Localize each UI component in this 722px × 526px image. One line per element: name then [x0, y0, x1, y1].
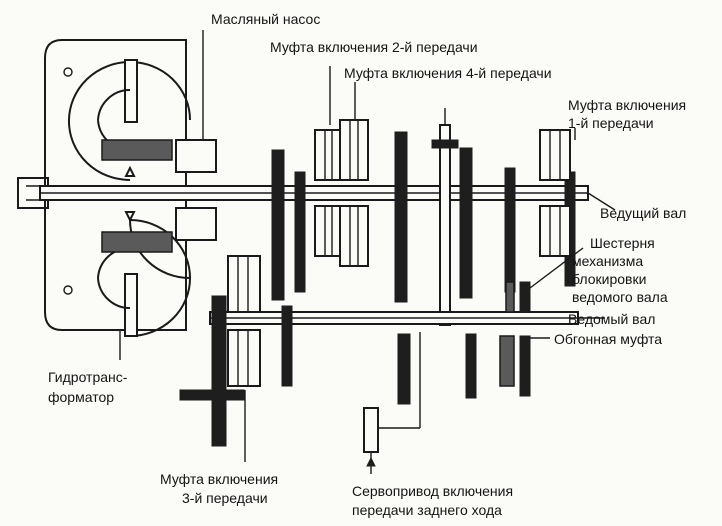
reverse-fork	[431, 108, 459, 326]
label-clutch-2: Муфта включения 2-й передачи	[270, 39, 478, 55]
label-lock-gear-line4: ведомого вала	[572, 289, 668, 305]
label-driven-shaft: Ведомый вал	[568, 311, 655, 327]
label-oil-pump: Масляный насос	[211, 11, 320, 27]
torque-converter	[17, 39, 191, 360]
label-clutch-4: Муфта включения 4-й передачи	[344, 65, 552, 81]
labels: Масляный насос Муфта включения 2-й перед…	[48, 11, 686, 518]
label-converter-line2: форматор	[48, 389, 114, 405]
label-clutch-3-line1: Муфта включения	[160, 471, 278, 487]
leader-lines	[529, 128, 584, 339]
oil-pump	[175, 30, 217, 241]
label-servo-line1: Сервопривод включения	[352, 483, 513, 499]
label-overrun-clutch: Обгонная муфта	[554, 331, 662, 347]
driven-shaft	[209, 311, 605, 325]
clutch-1	[539, 129, 571, 257]
label-lock-gear-line2: механизма	[572, 253, 643, 269]
clutch-3	[179, 255, 261, 462]
label-converter-line1: Гидротранс-	[48, 369, 128, 385]
reverse-servo	[363, 332, 421, 474]
label-lock-gear-line3: блокировки	[572, 271, 646, 287]
label-clutch-1-line2: 1-й передачи	[568, 115, 654, 131]
label-clutch-1-line1: Муфта включения	[568, 97, 686, 113]
label-servo-line2: передачи заднего хода	[352, 502, 502, 518]
driven-gears	[211, 281, 531, 447]
label-drive-shaft: Ведущий вал	[600, 205, 686, 221]
label-lock-gear-line1: Шестерня	[590, 235, 655, 251]
clutch-2-4	[314, 66, 369, 267]
label-clutch-3-line2: 3-й передачи	[182, 490, 268, 506]
